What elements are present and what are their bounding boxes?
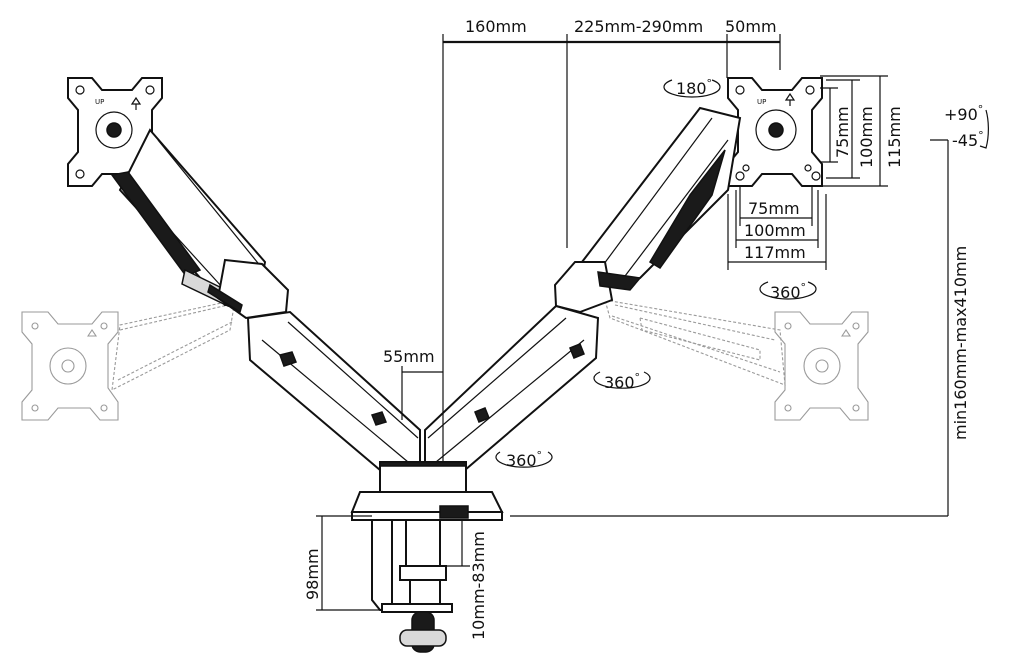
- left-lower-arm: [246, 310, 421, 471]
- label-100mm-vertical: 100mm: [857, 106, 876, 168]
- ghost-right-monitor: [604, 299, 869, 421]
- rotate-360-upper-arrow-icon: [759, 281, 817, 300]
- label-115mm-vertical: 115mm: [885, 106, 904, 168]
- tilt-arrow-icon: [979, 109, 989, 149]
- ghost-left-monitor: [21, 299, 236, 421]
- rotation-180-label: 180°: [676, 77, 712, 98]
- right-plate-up-text: UP: [757, 98, 766, 106]
- label-225-290mm: 225mm-290mm: [574, 17, 703, 36]
- rotation-360-upper-label: 360°: [770, 281, 806, 302]
- left-upper-arm: [110, 128, 290, 320]
- label-75mm-horizontal: 75mm: [748, 199, 800, 218]
- right-vesa-plate: UP: [727, 77, 823, 187]
- label-117mm-horizontal: 117mm: [744, 243, 806, 262]
- right-lower-arm: [424, 304, 600, 471]
- label-clamp-range: 10mm-83mm: [469, 531, 488, 640]
- label-98mm: 98mm: [303, 548, 322, 600]
- rotation-360-lower-label: 360°: [506, 449, 542, 470]
- left-plate-up-text: UP: [95, 98, 104, 106]
- tilt-plus-label: +90°: [944, 103, 983, 124]
- label-75mm-vertical: 75mm: [833, 106, 852, 158]
- rotation-arrows: [495, 79, 989, 468]
- rotate-360-lower-arrow-icon: [495, 451, 553, 468]
- label-height-range: min160mm-max410mm: [951, 246, 970, 440]
- label-160mm: 160mm: [465, 17, 527, 36]
- label-50mm: 50mm: [725, 17, 777, 36]
- rotate-180-arrow-icon: [663, 79, 721, 98]
- rotate-360-mid-arrow-icon: [593, 371, 651, 389]
- rotation-360-mid-label: 360°: [604, 371, 640, 392]
- right-upper-arm: [553, 106, 742, 314]
- dimension-lines: [316, 34, 949, 611]
- base-and-clamp: [350, 461, 504, 653]
- tilt-minus-label: -45°: [952, 129, 984, 150]
- label-55mm: 55mm: [383, 347, 435, 366]
- label-100mm-horizontal: 100mm: [744, 221, 806, 240]
